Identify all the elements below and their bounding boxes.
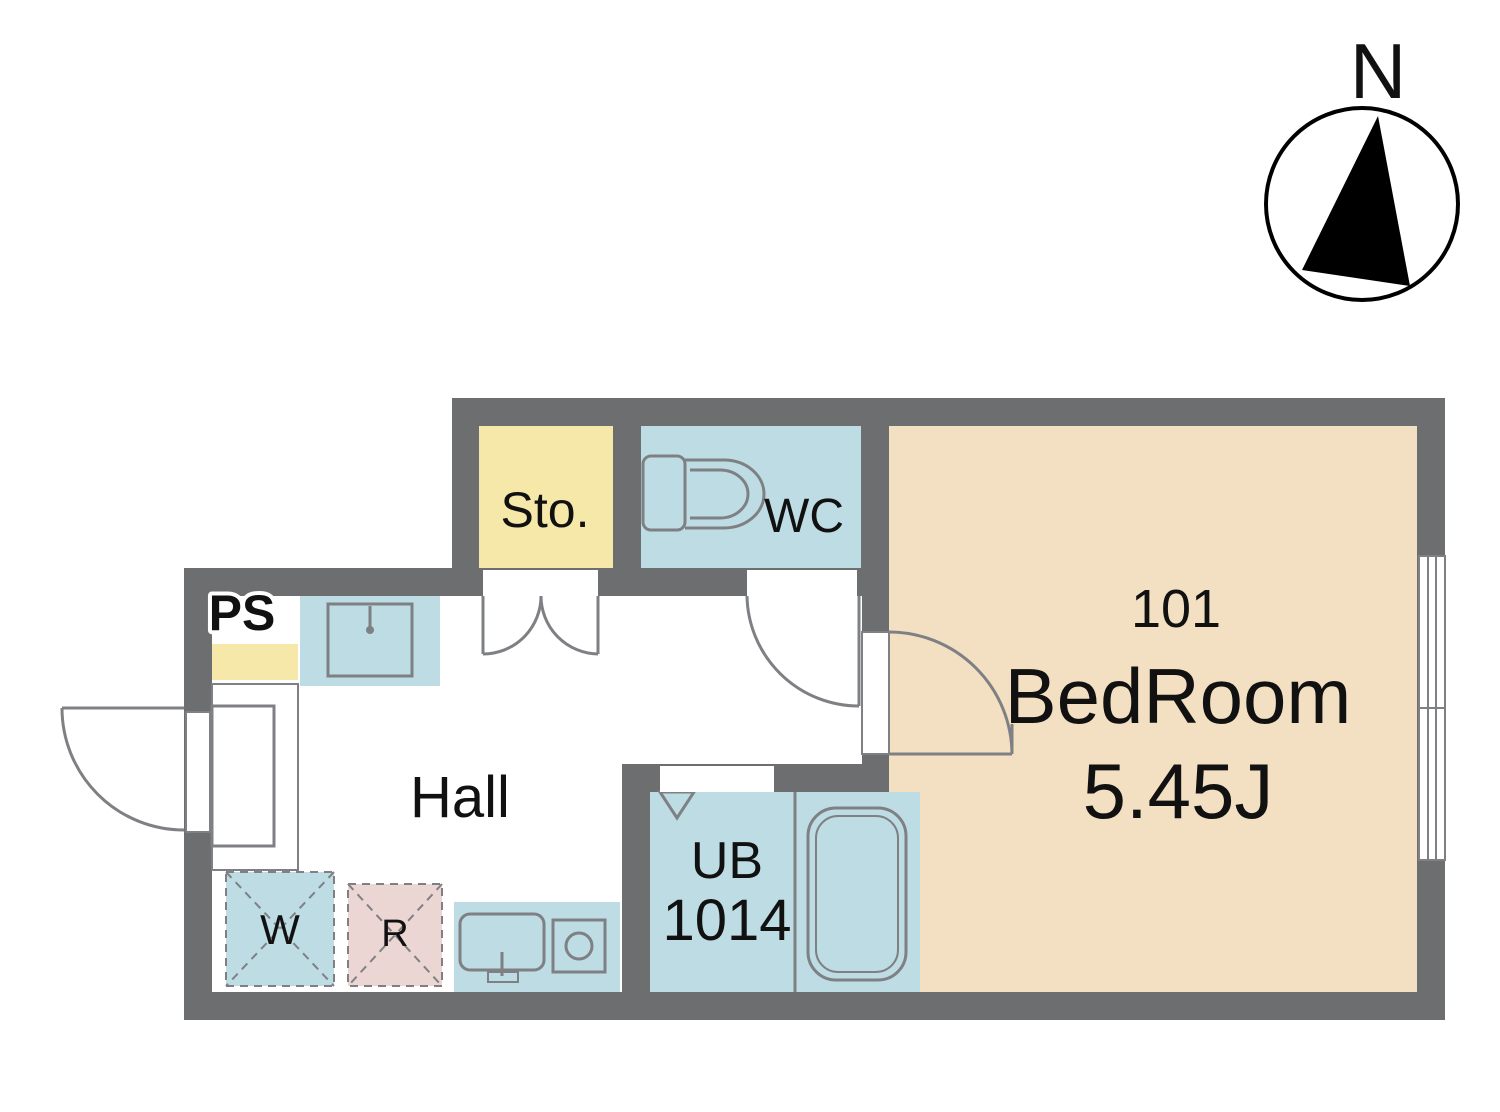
wash-basin-icon	[300, 596, 440, 686]
washer-label: W	[260, 906, 300, 953]
bath-size-label: 1014	[662, 888, 791, 953]
fridge-label: R	[381, 913, 408, 955]
toilet-icon	[641, 454, 766, 532]
bathtub-icon	[806, 806, 908, 982]
washer-space	[225, 871, 335, 987]
bedroom-size-label: 5.45J	[1083, 747, 1274, 835]
stove-icon	[551, 918, 607, 974]
wc-door-icon	[745, 570, 861, 708]
storage-doors-icon	[481, 570, 600, 656]
unit-number-label: 101	[1131, 579, 1221, 639]
wc-label: WC	[764, 490, 844, 543]
storage-label: Sto.	[501, 482, 590, 538]
compass-letter: N	[1350, 27, 1406, 115]
entrance-door-icon	[60, 706, 185, 832]
ps-label: PS	[209, 585, 276, 641]
storage-room	[479, 426, 613, 568]
wc-room	[641, 426, 861, 568]
bedroom	[889, 426, 1417, 992]
kitchen-counter	[454, 902, 620, 992]
bath-name-label: UB	[691, 832, 763, 890]
unit-bath-room	[650, 766, 920, 992]
bedroom-door-icon	[861, 630, 1014, 756]
fridge-space	[347, 883, 443, 987]
entrance-area	[185, 644, 299, 871]
north-compass-icon: N	[1264, 27, 1460, 302]
bedroom-window-icon	[1418, 555, 1446, 861]
hall-label: Hall	[410, 765, 510, 830]
bedroom-name-label: BedRoom	[1005, 652, 1352, 740]
